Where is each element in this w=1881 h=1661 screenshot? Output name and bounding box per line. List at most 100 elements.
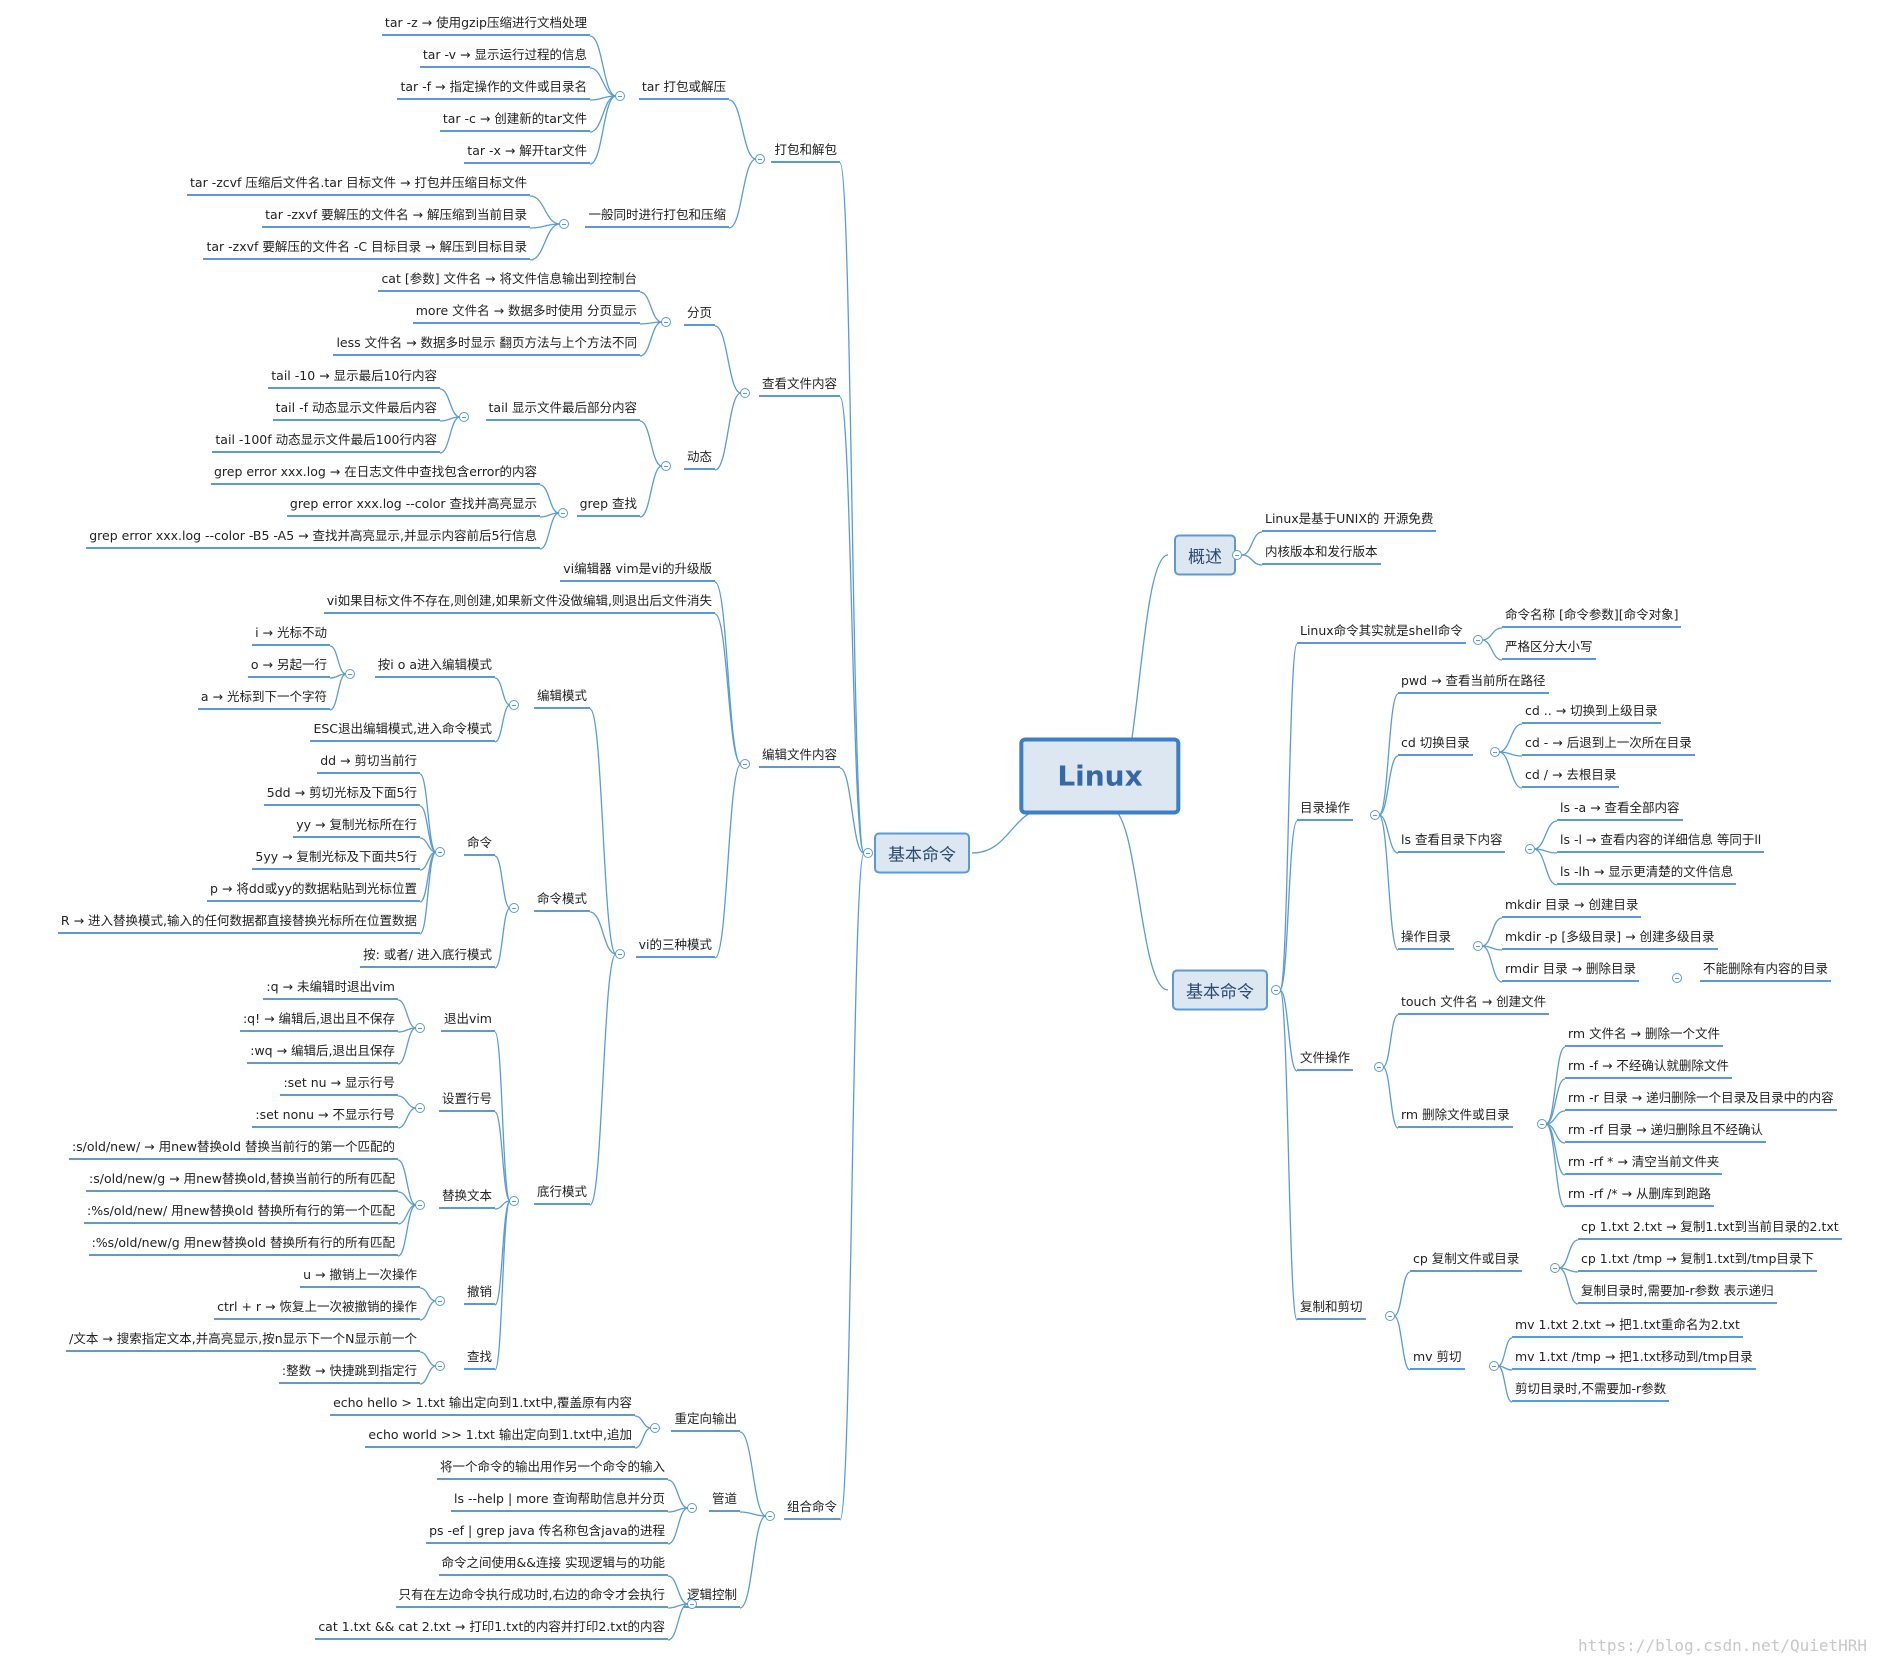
page-item: more 文件名 → 数据多时使用 分页显示 [412,303,640,324]
connector [728,158,757,229]
bottom-mode-node: 底行模式 [533,1184,590,1205]
collapse-toggle-icon[interactable] [435,1361,445,1371]
touch-node: touch 文件名 → 创建文件 [1398,994,1550,1015]
collapse-toggle-icon[interactable] [1537,1119,1547,1129]
connector [494,704,511,743]
rep-item: :s/old/new/ → 用new替换old 替换当前行的第一个匹配的 [68,1139,398,1160]
connector [397,1107,417,1129]
root-node[interactable]: Linux [1019,737,1181,815]
connector [419,1351,437,1367]
connector [839,767,865,854]
collapse-toggle-icon[interactable] [345,669,355,679]
collapse-toggle-icon[interactable] [1473,941,1483,951]
left-basic-commands-node[interactable]: 基本命令 [874,832,970,874]
connector [739,1431,767,1517]
connector [589,953,617,1206]
connector [739,1515,767,1609]
collapse-toggle-icon[interactable] [459,412,469,422]
collapse-toggle-icon[interactable] [1525,844,1535,854]
collapse-toggle-icon[interactable] [863,848,873,858]
undo-item: u → 撤销上一次操作 [300,1267,420,1288]
connector [1279,820,1298,991]
connector [1545,1123,1566,1208]
connector [397,999,417,1029]
collapse-toggle-icon[interactable] [1550,1263,1560,1273]
grep-node: grep 查找 [576,496,640,517]
pipe-item: 将一个命令的输出用作另一个命令的输入 [436,1459,668,1480]
pipe-item: ls --help | more 查询帮助信息并分页 [450,1491,668,1512]
collapse-toggle-icon[interactable] [558,508,568,518]
tail-item: tail -100f 动态显示文件最后100行内容 [212,432,440,453]
connector [494,855,511,909]
connector [1558,1267,1579,1305]
collapse-toggle-icon[interactable] [661,461,671,471]
connector [634,1415,652,1429]
redirect-item: echo world >> 1.txt 输出定向到1.txt中,追加 [365,1427,635,1448]
rm-node: rm 删除文件或目录 [1398,1107,1513,1128]
collapse-toggle-icon[interactable] [415,1023,425,1033]
tar-item: tar -c → 创建新的tar文件 [439,111,590,132]
collapse-toggle-icon[interactable] [755,154,765,164]
collapse-toggle-icon[interactable] [615,91,625,101]
collapse-toggle-icon[interactable] [509,903,519,913]
collapse-toggle-icon[interactable] [740,388,750,398]
rmdir-note: 不能删除有内容的目录 [1700,961,1832,982]
collapse-toggle-icon[interactable] [650,1423,660,1433]
collapse-toggle-icon[interactable] [1490,747,1500,757]
redirect-node: 重定向输出 [671,1411,740,1432]
rm-item: rm -rf * → 清空当前文件夹 [1565,1154,1723,1175]
connector [494,1200,511,1210]
collapse-toggle-icon[interactable] [687,1599,697,1609]
ls-item: ls -l → 查看内容的详细信息 等同于ll [1557,832,1765,853]
connector [667,1507,689,1545]
quit-item: :wq → 编辑后,退出且保存 [247,1043,398,1064]
collapse-toggle-icon[interactable] [435,1296,445,1306]
connector [1497,1337,1513,1367]
overview-node[interactable]: 概述 [1174,534,1236,576]
mv-item: 剪切目录时,不需要加-r参数 [1512,1381,1670,1402]
collapse-toggle-icon[interactable] [1271,985,1281,995]
collapse-toggle-icon[interactable] [1385,1311,1395,1321]
cd-item: cd - → 后退到上一次所在目录 [1522,735,1695,756]
collapse-toggle-icon[interactable] [740,759,750,769]
find-item: :整数 → 快捷跳到指定行 [278,1363,420,1384]
connector [329,645,347,675]
collapse-toggle-icon[interactable] [1489,1361,1499,1371]
collapse-toggle-icon[interactable] [559,219,569,229]
quit-item: :q → 未编辑时退出vim [263,979,398,1000]
dir-node: 目录操作 [1297,800,1354,821]
logic-item: 命令之间使用&&连接 实现逻辑与的功能 [438,1555,668,1576]
collapse-toggle-icon[interactable] [765,1511,775,1521]
rep-item: :%s/old/new/g 用new替换old 替换所有行的所有匹配 [88,1235,398,1256]
collapse-toggle-icon[interactable] [435,847,445,857]
collapse-toggle-icon[interactable] [415,1103,425,1113]
cmd-item: 5dd → 剪切光标及下面5行 [263,785,420,806]
connector [419,837,437,853]
collapse-toggle-icon[interactable] [1374,1062,1384,1072]
rm-item: rm -rf 目录 → 递归删除且不经确认 [1565,1122,1767,1143]
cmd-item: p → 将dd或yy的数据粘贴到光标位置 [206,881,420,902]
collapse-toggle-icon[interactable] [615,949,625,959]
collapse-toggle-icon[interactable] [1370,810,1380,820]
collapse-toggle-icon[interactable] [1232,550,1242,560]
collapse-toggle-icon[interactable] [415,1200,425,1210]
dir-op-item: mkdir 目录 → 创建目录 [1502,897,1642,918]
cp-item: cp 1.txt 2.txt → 复制1.txt到当前目录的2.txt [1578,1219,1842,1240]
logic-node: 逻辑控制 [683,1587,740,1608]
collapse-toggle-icon[interactable] [1672,973,1682,983]
connector [419,1300,437,1321]
connector [589,35,617,97]
collapse-toggle-icon[interactable] [1473,635,1483,645]
collapse-toggle-icon[interactable] [687,1503,697,1513]
cmd-item: 5yy → 复制光标及下面共5行 [252,849,420,870]
ioa-node: 按i o a进入编辑模式 [374,657,495,678]
connector [329,673,347,711]
pwd-node: pwd → 查看当前所在路径 [1398,673,1549,694]
colon-node: 按: 或者/ 进入底行模式 [360,947,495,968]
right-basic-commands-node[interactable]: 基本命令 [1172,969,1268,1011]
collapse-toggle-icon[interactable] [661,317,671,327]
collapse-toggle-icon[interactable] [509,700,519,710]
collapse-toggle-icon[interactable] [509,1196,519,1206]
connector [1279,989,1298,1321]
page-item: less 文件名 → 数据多时显示 翻页方法与上个方法不同 [333,335,640,356]
